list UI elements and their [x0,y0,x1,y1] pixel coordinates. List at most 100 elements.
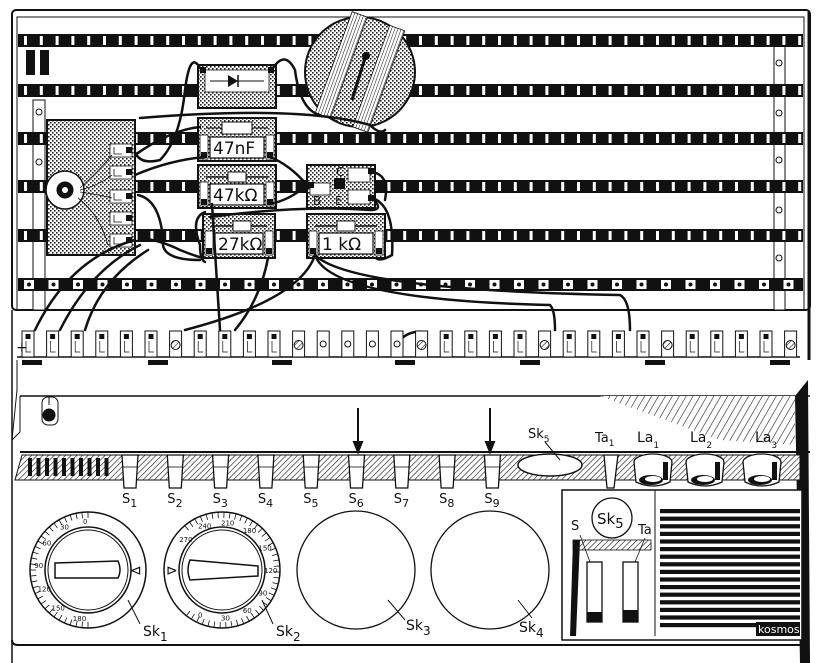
switch-key-s2[interactable] [166,454,184,489]
dial-tick [75,620,78,627]
terminal-socket[interactable] [611,330,625,358]
terminal-socket[interactable] [95,330,109,358]
sk2-tick-label: 30 [221,615,230,623]
switch-key-s1[interactable] [121,454,139,489]
terminal-socket[interactable] [464,330,478,358]
sk2-tick-label: 0 [198,612,202,620]
terminal-socket[interactable] [390,330,404,358]
terminal-socket[interactable] [439,330,453,358]
grille-slot [660,531,800,536]
dial-tick [34,546,41,550]
diode-symbol-icon [228,75,238,87]
svg-text:S1: S1 [122,492,137,510]
terminal-socket[interactable] [341,330,355,358]
svg-text:La1: La1 [637,430,659,451]
dial-tick [58,614,63,621]
switch-key-s8[interactable] [438,454,456,489]
dial-tick [64,617,68,624]
terminal-foot [22,360,42,365]
dial-sk3[interactable] [296,510,416,630]
terminal-socket[interactable] [46,330,60,358]
terminal-socket[interactable] [242,330,256,358]
terminal-socket[interactable] [144,330,158,358]
terminal-socket[interactable] [513,330,527,358]
terminal-socket[interactable] [685,330,699,358]
switch-label-s8: S [439,492,447,507]
svg-text:Sk5: Sk5 [528,427,550,445]
ta1-key[interactable] [603,454,619,489]
resistor-47k-module[interactable]: 47kΩ [197,164,277,209]
dial-tick [69,619,73,626]
switch-contact[interactable] [109,211,133,226]
terminal-screw[interactable] [415,330,429,358]
terminal-screw[interactable] [292,330,306,358]
resistor-1k-module-label: 1 kΩ [322,235,361,255]
left-rail [32,99,46,311]
switch-key-s4[interactable] [257,454,275,489]
dial-tick [196,616,200,623]
grille-slot [660,577,800,582]
power-jack-icon[interactable] [42,408,56,422]
terminal-screw[interactable] [169,330,183,358]
svg-text:S3: S3 [213,492,228,510]
resistor-47k-module-label: 47kΩ [213,186,257,206]
svg-text:S7: S7 [394,492,409,510]
capacitor-module[interactable]: 47nF [197,117,277,162]
svg-text:Sk4: Sk4 [519,620,544,640]
terminal-socket[interactable] [636,330,650,358]
transistor-pin-e: E [335,194,343,208]
dial-tick [40,600,47,605]
dial-tick [265,597,272,602]
sk5-oval-socket[interactable] [517,453,583,477]
terminal-screw[interactable] [661,330,675,358]
terminal-socket[interactable] [119,330,133,358]
switch-label-s9: S [484,492,492,507]
terminal-socket[interactable] [193,330,207,358]
dial-tick [58,519,63,526]
sk2-tick-label: 210 [221,519,234,527]
terminal-socket[interactable] [759,330,773,358]
sk1-tick-label: 0 [83,518,87,526]
terminal-socket[interactable] [488,330,502,358]
terminal-socket[interactable] [70,330,84,358]
dial-tick [201,618,205,625]
grille-slot [660,585,800,590]
switch-key-s9[interactable] [483,454,502,489]
terminal-socket[interactable] [365,330,379,358]
switch-key-s3[interactable] [211,454,230,489]
dial-tick [189,521,194,528]
terminal-screw[interactable] [538,330,552,358]
switch-key-s7[interactable] [393,454,411,489]
dial-tick [205,514,209,521]
switch-contact[interactable] [109,165,133,180]
terminal-socket[interactable] [734,330,748,358]
rotary-switch-module[interactable] [45,119,136,256]
switch-label-s7: S [394,492,402,507]
dial-tick [272,582,279,585]
dial-sk4[interactable] [430,510,550,630]
terminal-socket[interactable] [562,330,576,358]
resistor-1k-module[interactable]: 1 kΩ [306,213,386,259]
terminal-foot [395,360,415,365]
terminal-socket[interactable] [316,330,330,358]
terminal-socket[interactable] [710,330,724,358]
dial-tick [241,618,245,624]
terminal-socket[interactable] [267,330,281,358]
dial-tick [264,537,271,542]
switch-contact[interactable] [109,189,133,204]
terminal-screw[interactable] [784,330,798,358]
terminal-socket[interactable] [587,330,601,358]
switch-label-s3: S [213,492,221,507]
sk2-tick-label: 120 [264,567,277,575]
meter-module[interactable] [304,11,416,133]
diode-module[interactable] [197,64,277,109]
terminal-socket[interactable] [21,330,35,358]
dial-tick [211,512,214,519]
terminal-socket[interactable] [218,330,232,358]
transistor-module[interactable]: C B E [306,164,376,209]
switch-key-s6[interactable] [347,454,366,489]
switch-key-s5[interactable] [302,454,320,489]
switch-contact[interactable] [109,143,133,158]
